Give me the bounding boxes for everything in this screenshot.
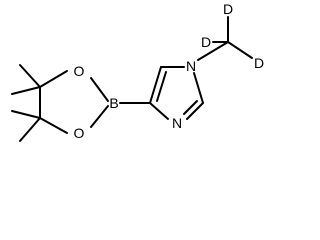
atom-nitrogen-methyl: N bbox=[186, 58, 196, 74]
atom-deuterium-left: D bbox=[201, 34, 211, 50]
bond-n1-c2 bbox=[193, 72, 204, 104]
atom-deuterium-right: D bbox=[254, 55, 264, 71]
atom-deuterium-top: D bbox=[223, 1, 233, 17]
bond-n3-c4 bbox=[149, 102, 169, 120]
bond-set bbox=[11, 16, 253, 142]
bond-methyl-4 bbox=[19, 117, 41, 142]
bond-methyl-3 bbox=[11, 110, 41, 119]
bond-methyl-2 bbox=[11, 86, 41, 95]
molecule-structure: B O O N N D D D bbox=[11, 1, 265, 142]
bond-o-bottom-b bbox=[90, 105, 109, 128]
bond-c-d-right bbox=[227, 41, 253, 59]
bond-c4-c5-double bbox=[156, 71, 167, 102]
bond-c-o-bottom bbox=[39, 117, 68, 134]
atom-labels: B O O N N D D D bbox=[74, 1, 265, 141]
bond-c2-n3 bbox=[186, 102, 204, 120]
atom-oxygen-bottom: O bbox=[74, 125, 85, 141]
bond-o-top-c bbox=[39, 70, 68, 88]
bond-c4-c5 bbox=[149, 66, 162, 104]
atom-boron: B bbox=[109, 95, 118, 111]
atom-oxygen-top: O bbox=[74, 63, 85, 79]
atom-nitrogen-ring: N bbox=[172, 115, 182, 131]
bond-b-o-top bbox=[90, 77, 109, 102]
bond-n1-cd3 bbox=[197, 41, 229, 61]
bond-c2-n3-double bbox=[183, 100, 198, 115]
bond-methyl-1 bbox=[19, 64, 41, 88]
